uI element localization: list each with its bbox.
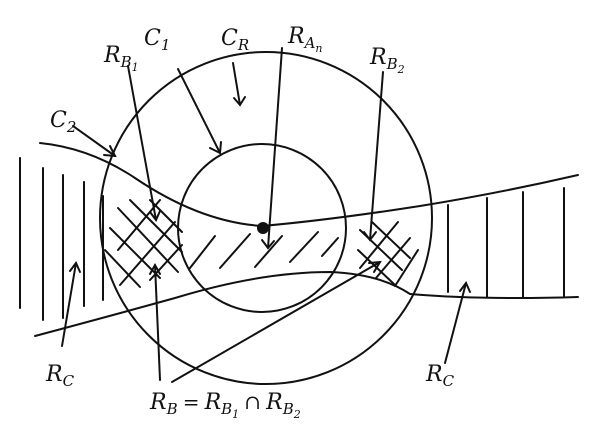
label-rc-left: RC <box>46 362 75 390</box>
arrow-rb-to-rb2 <box>171 261 381 383</box>
arrows <box>61 47 471 383</box>
arrow-c2-head <box>103 145 117 158</box>
arrow-rb1 <box>127 65 157 221</box>
arrow-ran-head <box>261 239 275 250</box>
label-rb1: RB1 <box>104 43 139 74</box>
label-c1: C1 <box>144 26 171 54</box>
label-c2: C2 <box>50 108 77 136</box>
arrow-rb-to-rb2-head <box>368 260 382 273</box>
rb2-crosshatch <box>357 221 419 287</box>
rc-left-hatch <box>19 157 104 321</box>
arrow-c1-head <box>209 141 222 155</box>
circle-cr <box>99 51 433 385</box>
arrow-ran <box>267 47 283 249</box>
arrow-rb1-head <box>149 210 161 222</box>
arrow-rc-left <box>61 262 77 347</box>
arrow-cr-head <box>233 96 246 107</box>
arrow-rc-left-head <box>69 261 81 273</box>
label-cr: CR <box>221 26 250 54</box>
label-rb2: RB2 <box>370 45 405 76</box>
rc-right-hatch <box>447 187 565 299</box>
label-rc-right: RC <box>426 362 455 390</box>
arrow-rb-to-rb1-head <box>149 262 161 275</box>
arrow-cr <box>232 62 241 106</box>
center-point <box>257 222 269 234</box>
arrow-rb2-head <box>363 231 377 242</box>
rb-center-hatch <box>189 231 339 269</box>
label-rb-formula: RB = RB1 ∩ RB2 <box>150 390 301 421</box>
label-ran: RAn <box>288 24 323 55</box>
arrow-rb2 <box>369 71 384 241</box>
arrow-c1 <box>177 68 221 154</box>
corridor-top-curve <box>39 142 579 228</box>
arrow-rb-to-rb1 <box>154 264 161 381</box>
arrow-rc-right <box>444 282 467 364</box>
arrow-c2 <box>72 125 116 157</box>
arrow-rc-right-head <box>459 281 471 293</box>
rb1-crosshatch <box>104 199 183 288</box>
